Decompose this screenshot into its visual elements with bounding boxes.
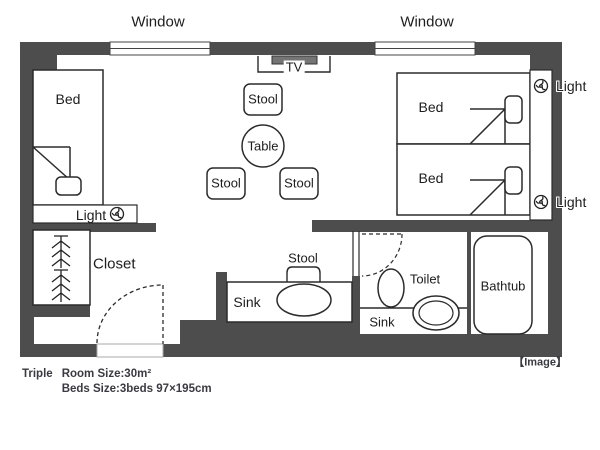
sink-basin-main — [276, 283, 332, 317]
wall-bathroom-top — [312, 220, 548, 232]
bed-left-blanket-fold — [32, 146, 71, 181]
bathtub-label: Bathtub — [480, 278, 526, 294]
wall-bathroom-bottom — [352, 334, 548, 344]
window-right-label: Window — [400, 13, 454, 31]
bathtub-icon — [473, 235, 533, 335]
bed-bottom-right-label: Bed — [418, 170, 444, 186]
stool-top-label: Stool — [248, 91, 278, 107]
wall-pillar-top-left — [20, 42, 57, 70]
entrance-door-arc — [96, 284, 164, 344]
room-caption: Triple Room Size:30m² Beds Size:3beds 97… — [22, 367, 212, 397]
entrance-door-swing — [96, 284, 164, 344]
hanger-icon — [51, 235, 71, 268]
openings — [96, 41, 476, 358]
table-label: Table — [247, 138, 279, 154]
closet-label: Closet — [93, 255, 136, 273]
window-left-label: Window — [131, 13, 185, 31]
wall-top — [20, 42, 562, 55]
table-set — [206, 83, 319, 200]
caption-room-type: Triple — [22, 368, 53, 380]
bathroom — [352, 231, 533, 335]
wall-stub-under-closet — [33, 305, 90, 317]
sink-bath-label: Sink — [369, 314, 395, 330]
stool-top — [243, 83, 283, 116]
caption-room-size: Room Size:30m² — [61, 368, 152, 380]
sink-counter-main — [226, 266, 353, 323]
light-right-bottom-label: Light — [556, 194, 587, 210]
stool-left-label: Stool — [211, 175, 241, 191]
light-icon — [109, 206, 125, 222]
tv-label: TV — [283, 59, 305, 75]
table — [241, 124, 285, 168]
wall-bathtub-divider — [467, 231, 471, 335]
bathroom-door-swing — [361, 233, 403, 277]
wall-bathroom-left — [352, 276, 360, 344]
bed-bottom-right-pillow — [504, 166, 523, 195]
sink-basin-bath-inner — [418, 300, 454, 326]
sink-main-label: Sink — [233, 294, 261, 310]
stool-left — [206, 167, 246, 200]
bed-left-label: Bed — [55, 91, 81, 107]
nightstand-shelf — [529, 69, 553, 221]
closet — [32, 229, 91, 306]
stool-sink-label: Stool — [288, 250, 318, 266]
light-right-top-label: Light — [556, 78, 587, 94]
wall-left — [20, 42, 34, 357]
hanger-icon — [51, 269, 71, 302]
stool-right — [279, 167, 319, 200]
bed-top-right-pillow — [504, 95, 523, 124]
wall-stub-under-light-shelf — [33, 223, 156, 232]
bed-top-right-label: Bed — [418, 99, 444, 115]
light-icon — [533, 194, 549, 210]
caption-beds-size: Beds Size:3beds 97×195cm — [61, 383, 212, 395]
stool-sink — [286, 266, 321, 282]
bathroom-door-frame — [352, 231, 360, 276]
wall-stub-sink-left — [216, 272, 227, 344]
wall-block-under-sink — [180, 320, 355, 344]
light-shelf-left — [32, 204, 138, 224]
bed-left-pillow — [55, 176, 82, 196]
light-icons — [109, 78, 549, 222]
wall-pillar-top-right — [530, 42, 562, 70]
toilet-label: Toilet — [409, 271, 441, 287]
stool-right-label: Stool — [284, 175, 314, 191]
toilet-icon — [377, 268, 405, 308]
beds — [32, 69, 553, 224]
light-icon — [533, 78, 549, 94]
bathroom-door-arc — [361, 233, 403, 277]
light-left-label: Light — [75, 207, 107, 223]
entrance-opening — [96, 343, 164, 358]
image-tag: 【Image】 — [513, 356, 567, 369]
